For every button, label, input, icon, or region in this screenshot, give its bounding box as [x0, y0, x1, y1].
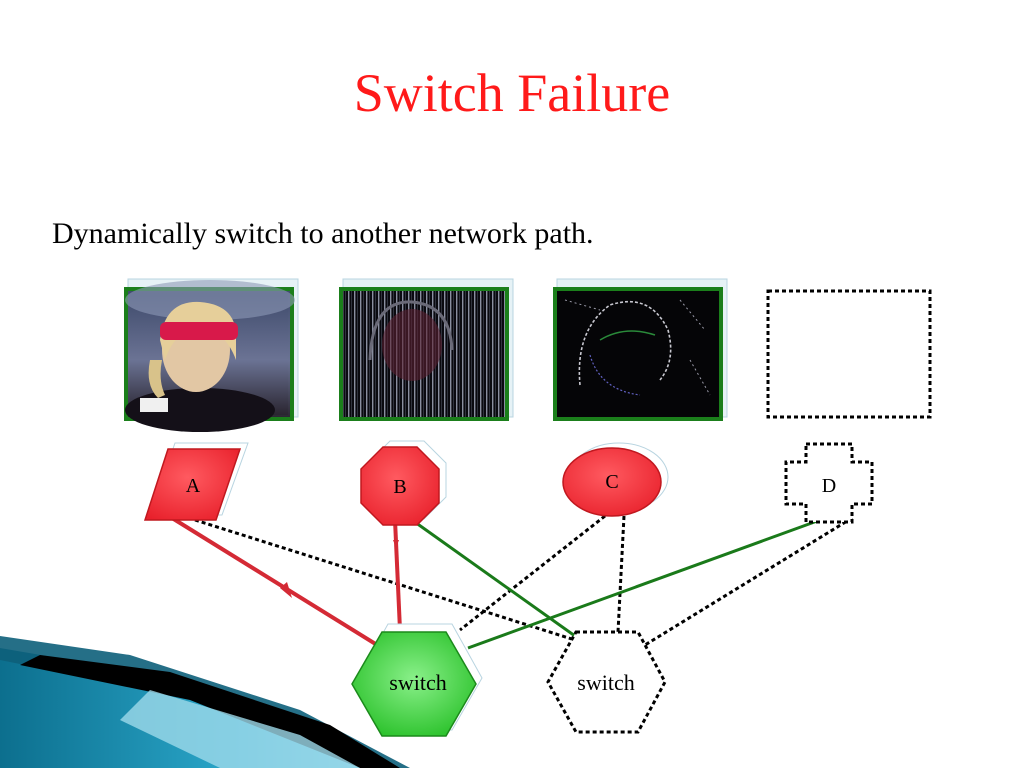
connection-lines [170, 514, 853, 650]
dotted-link-c-switch [459, 514, 606, 632]
node-c-label: C [605, 471, 618, 493]
node-d: D [784, 442, 874, 524]
switch-failed-label: switch [577, 670, 634, 695]
switch-failed: switch [546, 630, 667, 734]
green-link-b-failed-switch [411, 518, 576, 638]
red-path-switch-to-b [393, 519, 402, 631]
slide-bullet: Dynamically switch to another network pa… [52, 217, 594, 250]
red-path-switch-to-a [170, 516, 384, 650]
node-a-label: A [186, 475, 201, 497]
node-c: C [562, 442, 669, 517]
arrow-head-a [280, 582, 292, 598]
video-frame-edges [553, 278, 728, 421]
video-frame-empty [766, 289, 932, 419]
dotted-link-c-failed-switch [616, 515, 626, 633]
node-b-label: B [393, 476, 406, 498]
arrow-head-b [393, 540, 399, 548]
switch-active: switch [351, 623, 483, 737]
portrait-photo [125, 280, 295, 432]
green-link-d-switch [467, 518, 821, 650]
dotted-link-d-failed-switch [644, 516, 853, 647]
decorative-swoosh [0, 636, 410, 768]
node-a: A [143, 442, 249, 521]
video-frame-degraded [339, 278, 514, 421]
switch-active-label: switch [389, 670, 446, 695]
video-frame-full-quality [124, 278, 299, 432]
node-b: B [360, 440, 447, 526]
slide-title: Switch Failure [353, 63, 671, 123]
dotted-link-a-failed-switch [194, 518, 576, 642]
node-d-label: D [822, 475, 836, 497]
